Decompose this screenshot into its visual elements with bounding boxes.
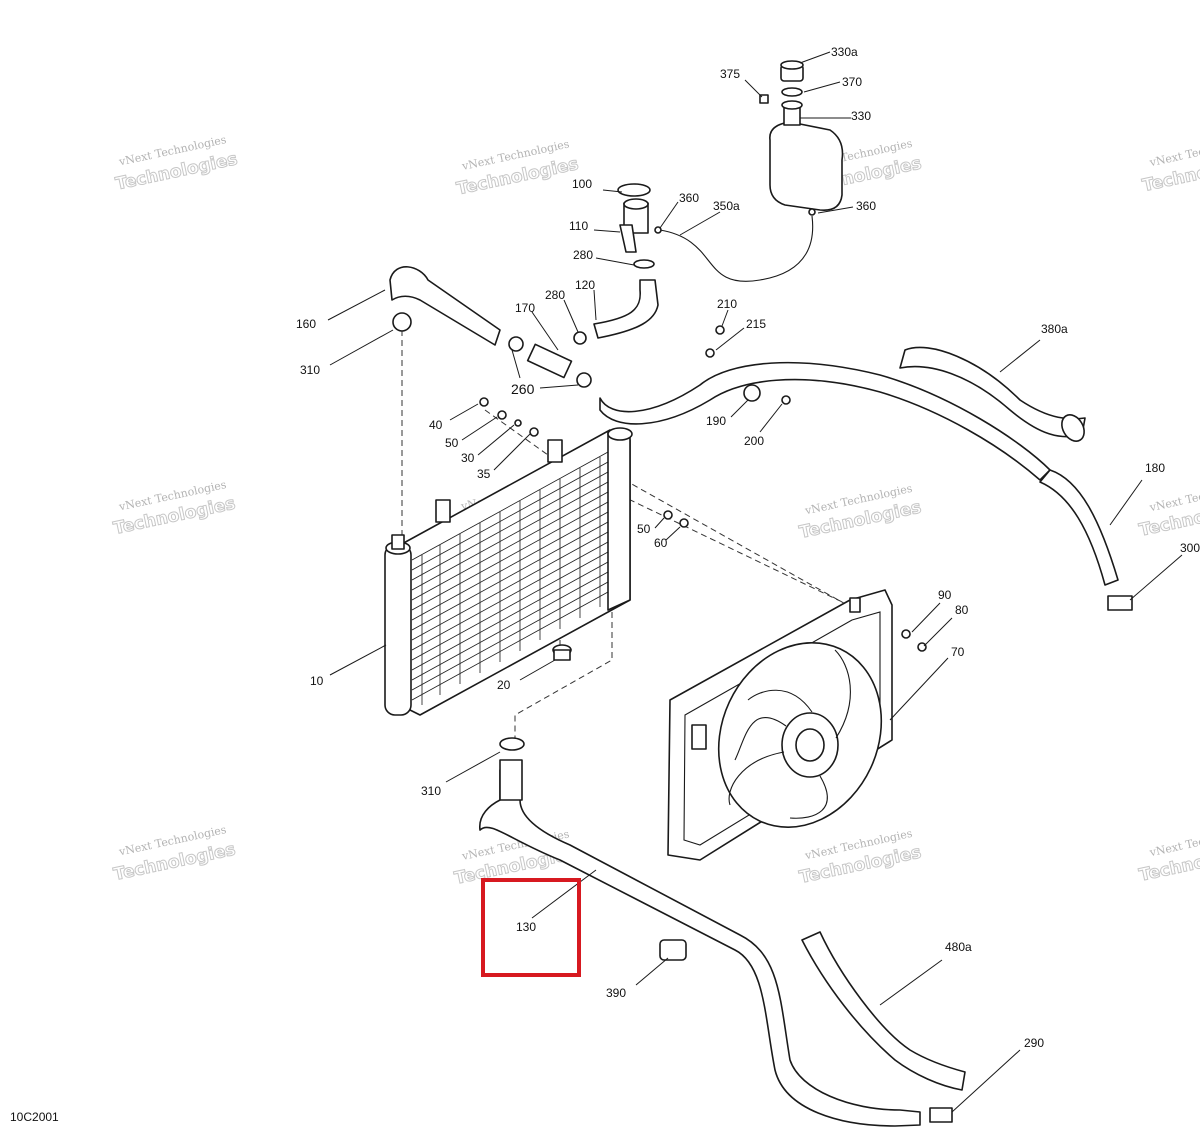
callout-370: 370 xyxy=(842,75,862,89)
hoses xyxy=(389,215,1133,1127)
callout-120: 120 xyxy=(575,278,595,292)
expansion-tank xyxy=(759,60,844,212)
leader-lines xyxy=(327,51,1183,1113)
callout-30: 30 xyxy=(461,451,475,465)
highlight-box xyxy=(481,878,581,977)
callout-190: 190 xyxy=(706,414,726,428)
watermark-text: vNext Technologies xyxy=(1148,134,1200,170)
callout-40: 40 xyxy=(429,418,443,432)
callout-210: 210 xyxy=(717,297,737,311)
watermark-layer: vNext Technologies Technologies vNext Te… xyxy=(111,133,1200,889)
callout-360: 360 xyxy=(679,191,699,205)
radiator-fins xyxy=(411,451,609,705)
callout-280: 280 xyxy=(545,288,565,302)
filler-neck xyxy=(617,183,655,269)
callout-390: 390 xyxy=(606,986,626,1000)
callout-130: 130 xyxy=(516,920,536,934)
callout-310: 310 xyxy=(421,784,441,798)
callout-215: 215 xyxy=(746,317,766,331)
callout-260: 260 xyxy=(511,381,535,397)
callout-200: 200 xyxy=(744,434,764,448)
callout-80: 80 xyxy=(955,603,969,617)
radiator xyxy=(384,427,633,716)
callout-330a: 330a xyxy=(831,45,858,59)
callout-90: 90 xyxy=(938,588,952,602)
callout-310: 310 xyxy=(300,363,320,377)
callout-70: 70 xyxy=(951,645,965,659)
callout-20: 20 xyxy=(497,678,511,692)
callout-35: 35 xyxy=(477,467,491,481)
callout-labels: 160 310 10 20 40 50 30 35 50 60 100 110 … xyxy=(296,45,1200,1050)
callout-330: 330 xyxy=(851,109,871,123)
callout-360: 360 xyxy=(856,199,876,213)
callout-10: 10 xyxy=(310,674,324,688)
callout-160: 160 xyxy=(296,317,316,331)
diagram-code: 10C2001 xyxy=(10,1110,59,1124)
callout-50: 50 xyxy=(445,436,459,450)
callout-100: 100 xyxy=(572,177,592,191)
callout-350a: 350a xyxy=(713,199,740,213)
callout-280: 280 xyxy=(573,248,593,262)
callout-110: 110 xyxy=(569,219,588,233)
callout-480a: 480a xyxy=(945,940,972,954)
callout-170: 170 xyxy=(515,301,535,315)
hardware xyxy=(392,208,927,652)
callout-50: 50 xyxy=(637,522,651,536)
callout-290: 290 xyxy=(1024,1036,1044,1050)
callout-300: 300 xyxy=(1180,541,1200,555)
callout-380a: 380a xyxy=(1041,322,1068,336)
fan-assembly xyxy=(667,589,893,861)
callout-180: 180 xyxy=(1145,461,1165,475)
callout-375: 375 xyxy=(720,67,740,81)
callout-60: 60 xyxy=(654,536,668,550)
